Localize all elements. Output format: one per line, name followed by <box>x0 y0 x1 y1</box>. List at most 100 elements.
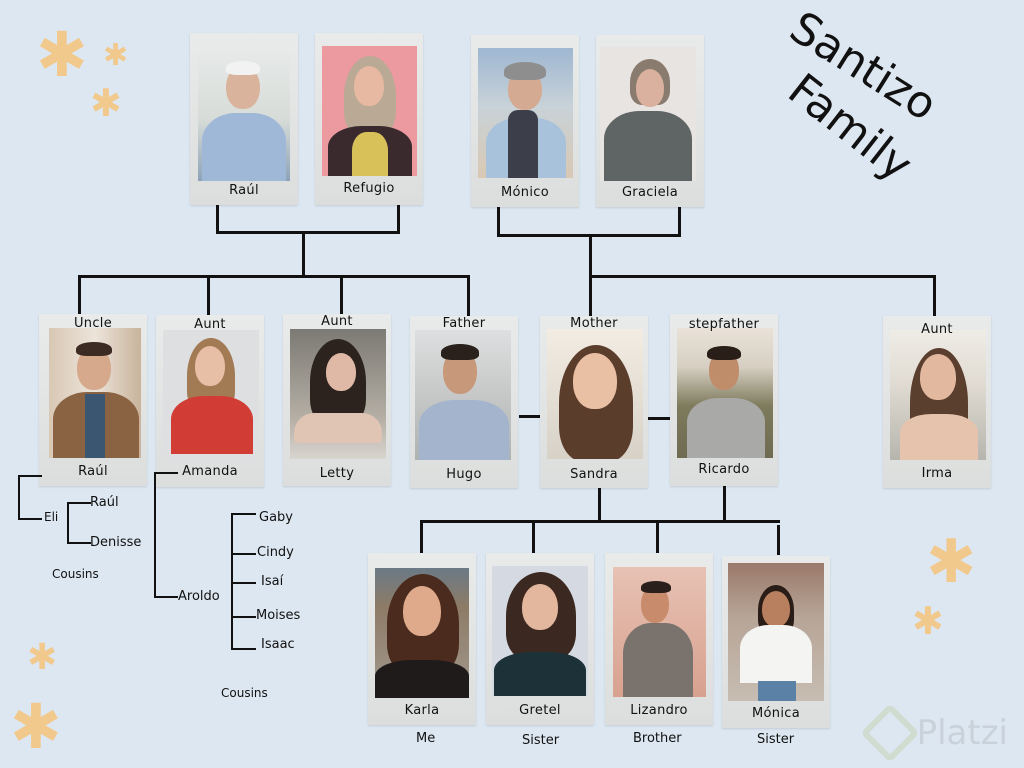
person-card-monica: Mónica <box>722 556 830 728</box>
person-name: Letty <box>319 466 355 481</box>
relation-label: Father <box>442 316 486 331</box>
cousin-name: Isaac <box>261 637 295 652</box>
person-name: Mónica <box>752 706 800 721</box>
cousins-caption: Cousins <box>221 686 268 700</box>
person-card-uncle-raul: Uncle Raúl <box>39 314 147 486</box>
person-photo <box>728 563 824 701</box>
connector-line <box>589 275 935 278</box>
star-decoration-icon: ✱ <box>10 690 62 763</box>
connector-line <box>231 513 256 515</box>
person-card-grandfather-raul: Raúl <box>190 33 298 205</box>
connector-line <box>678 207 681 237</box>
person-name: Hugo <box>446 467 482 482</box>
connector-line <box>497 207 500 237</box>
connector-line <box>216 204 219 234</box>
connector-line <box>216 231 400 234</box>
person-photo <box>890 330 986 460</box>
platzi-logo-icon <box>859 703 920 763</box>
platzi-watermark: Platzi <box>859 703 1008 763</box>
relation-label: Me <box>416 731 436 746</box>
relation-label: Aunt <box>921 322 953 337</box>
person-card-father-hugo: Father Hugo <box>410 316 518 488</box>
connector-line <box>644 417 670 420</box>
cousin-name: Cindy <box>257 545 294 560</box>
platzi-watermark-text: Platzi <box>916 713 1008 753</box>
spouse-name: Eli <box>44 510 59 524</box>
person-card-grandfather-monico: Mónico <box>471 35 579 207</box>
cousin-name: Raúl <box>90 495 119 510</box>
person-name: Refugio <box>343 181 395 196</box>
connector-line <box>231 582 256 584</box>
person-name: Amanda <box>182 464 238 479</box>
person-name: Ricardo <box>698 462 750 477</box>
connector-line <box>777 525 780 555</box>
person-card-aunt-letty: Aunt Letty <box>283 314 391 486</box>
person-card-stepfather-ricardo: stepfather Ricardo <box>670 314 778 486</box>
connector-line <box>18 475 42 477</box>
connector-line <box>78 275 470 278</box>
star-decoration-icon: ✱ <box>36 18 88 91</box>
connector-line <box>67 502 69 544</box>
person-name: Karla <box>404 703 440 718</box>
person-card-aunt-irma: Aunt Irma <box>883 316 991 488</box>
connector-line <box>302 231 305 276</box>
person-card-grandmother-refugio: Refugio <box>315 33 423 205</box>
connector-line <box>67 502 91 504</box>
spouse-name: Aroldo <box>178 589 220 604</box>
connector-line <box>67 542 91 544</box>
star-decoration-icon: ✱ <box>90 81 122 125</box>
cousin-name: Isaí <box>261 574 284 589</box>
person-photo <box>49 328 141 458</box>
person-photo <box>547 329 643 459</box>
star-decoration-icon: ✱ <box>27 637 58 678</box>
connector-line <box>532 520 535 554</box>
cousins-caption: Cousins <box>52 567 99 581</box>
relation-label: Mother <box>570 316 618 331</box>
person-card-gretel: Gretel <box>486 553 594 725</box>
connector-line <box>656 520 659 554</box>
relation-label: Sister <box>757 732 795 747</box>
person-name: Sandra <box>570 467 618 482</box>
cousin-name: Moises <box>256 608 301 623</box>
person-name: Irma <box>921 466 953 481</box>
person-photo <box>492 566 588 696</box>
connector-line <box>467 275 470 317</box>
cousin-name: Gaby <box>259 510 293 525</box>
connector-line <box>154 596 178 598</box>
person-name: Lizandro <box>630 703 688 718</box>
person-name: Raúl <box>229 183 259 198</box>
connector-line <box>231 553 256 555</box>
relation-label: Uncle <box>73 316 112 331</box>
person-photo <box>375 568 469 698</box>
connector-line <box>723 486 726 522</box>
cousin-name: Denisse <box>90 535 142 550</box>
person-photo <box>322 46 417 176</box>
relation-label: Brother <box>633 731 682 746</box>
connector-line <box>154 472 156 598</box>
person-name: Mónico <box>501 185 549 200</box>
person-photo <box>198 43 290 181</box>
connector-line <box>420 520 780 523</box>
connector-line <box>397 204 400 234</box>
connector-line <box>420 520 423 554</box>
star-decoration-icon: ✱ <box>103 38 129 73</box>
connector-line <box>231 513 233 650</box>
connector-line <box>78 275 81 317</box>
person-card-mother-sandra: Mother Sandra <box>540 316 648 488</box>
person-card-karla: Karla <box>368 553 476 725</box>
person-card-grandmother-graciela: Graciela <box>596 35 704 207</box>
connector-line <box>598 488 601 522</box>
person-photo <box>600 47 696 181</box>
relation-label: Aunt <box>321 314 353 329</box>
connector-line <box>340 275 343 317</box>
person-card-lizandro: Lizandro <box>605 553 713 725</box>
relation-label: Sister <box>522 733 560 748</box>
person-name: Raúl <box>78 464 108 479</box>
person-photo <box>677 328 773 458</box>
connector-line <box>18 518 42 520</box>
person-photo <box>415 330 511 460</box>
connector-line <box>207 275 210 317</box>
star-decoration-icon: ✱ <box>926 527 977 597</box>
connector-line <box>154 472 178 474</box>
relation-label: stepfather <box>688 317 760 332</box>
